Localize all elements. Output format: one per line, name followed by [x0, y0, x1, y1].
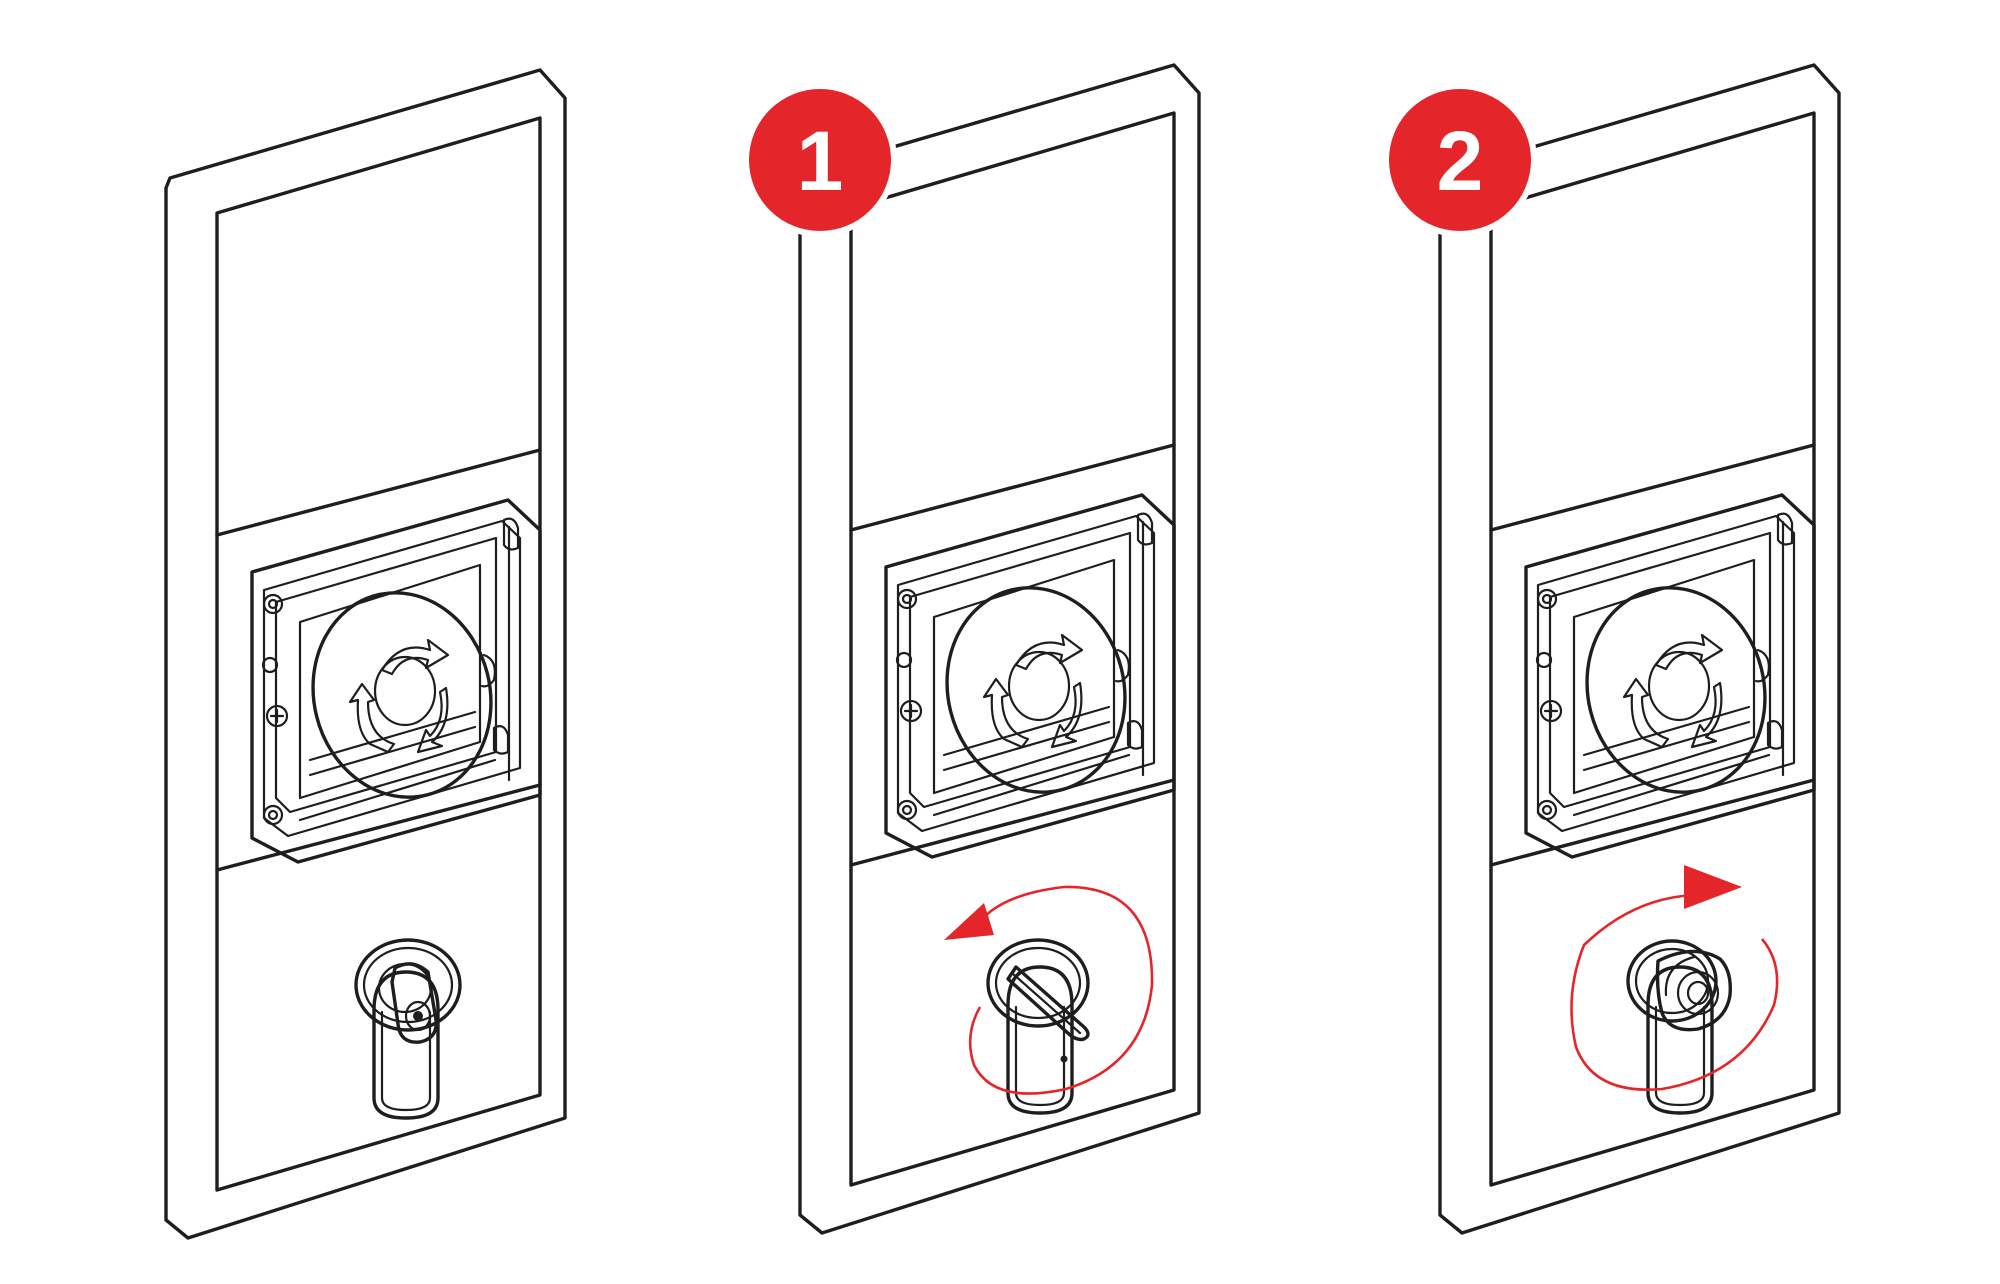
step-badge-1: 1	[743, 83, 897, 237]
step-number-1: 1	[797, 114, 844, 208]
badge-circle	[743, 83, 897, 237]
step-number-2: 2	[1437, 114, 1484, 208]
counterclockwise-arrow-icon	[944, 885, 1154, 1095]
step-badge-2: 2	[1383, 83, 1537, 237]
key-removed-knob-icon	[1626, 939, 1732, 1032]
key-inserted-icon	[354, 938, 462, 1044]
panel-step-2	[1438, 63, 1841, 1235]
badge-circle	[1383, 83, 1537, 237]
panel-initial	[164, 68, 567, 1240]
clockwise-arrow-icon	[1570, 865, 1779, 1091]
panel-step-1	[798, 63, 1201, 1235]
